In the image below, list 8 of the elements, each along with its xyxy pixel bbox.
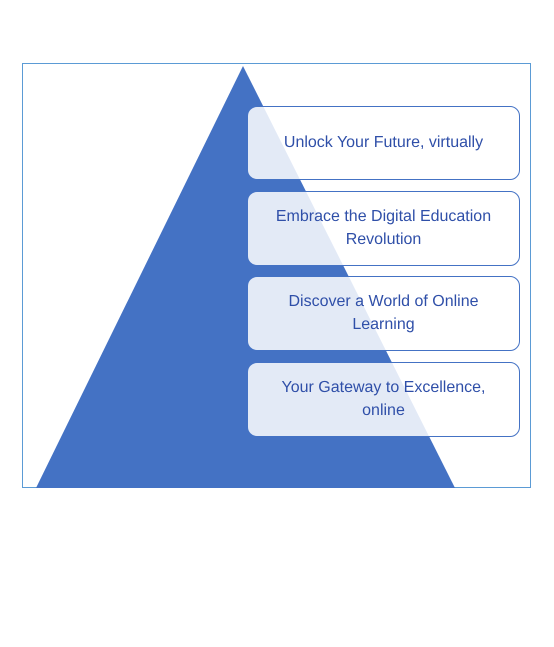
tier-box [247, 362, 520, 437]
tier-box [247, 106, 520, 180]
tier-text: Your Gateway to Excellence, online [280, 378, 486, 420]
tier-box [247, 276, 520, 351]
tier-box [247, 191, 520, 266]
tier-text: Discover a World of Online Learning [288, 292, 480, 334]
tier-text: Embrace the Digital Education Revolution [274, 207, 492, 250]
tier-text: Unlock Your Future, virtually [284, 132, 484, 153]
